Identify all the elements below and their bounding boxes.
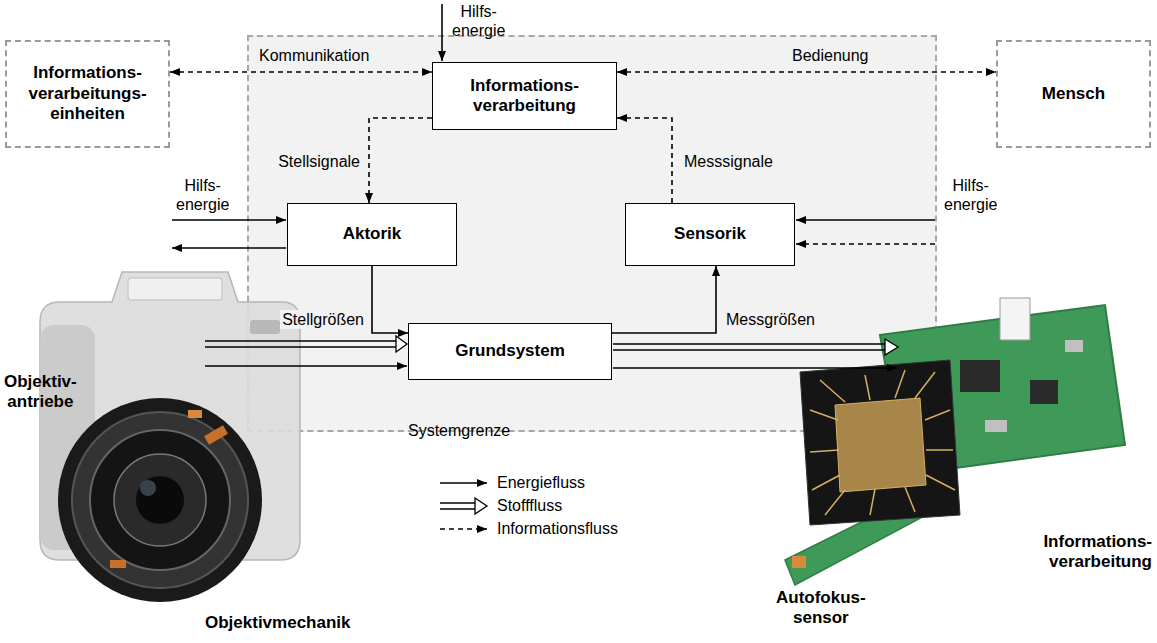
signal-arrow — [796, 243, 935, 245]
box-label: Grundsystem — [455, 341, 565, 361]
legend-material-sample — [475, 498, 487, 514]
chip-die — [835, 398, 926, 492]
lens-reflection — [140, 480, 156, 496]
box-label: Informations- verarbeitungs- einheiten — [28, 63, 146, 124]
energy-arrow — [441, 4, 443, 61]
edge-label: Stellsignale — [276, 152, 362, 171]
legend-text: Informationsfluss — [497, 519, 618, 538]
lens-ring — [90, 430, 230, 570]
boundary-label: Systemgrenze — [408, 421, 510, 440]
material-flow-head — [396, 336, 407, 352]
lens-ring — [72, 412, 248, 588]
energy-arrow — [205, 365, 407, 367]
edge-label: Kommunikation — [257, 46, 371, 65]
material-flow-line — [613, 343, 886, 344]
box-label: Sensorik — [674, 224, 746, 244]
board-part — [985, 420, 1007, 432]
edge-label: Bedienung — [790, 46, 871, 65]
board-chip — [1030, 380, 1058, 404]
board-chip — [960, 360, 1000, 392]
lens-outer — [58, 398, 262, 602]
energy-arrow — [612, 266, 716, 333]
chip-bond-wires — [810, 370, 955, 515]
box-label: Mensch — [1042, 84, 1105, 104]
lens-center — [136, 476, 184, 524]
camera-button — [250, 320, 280, 334]
material-flow-line — [613, 349, 886, 350]
lens-drive-part — [188, 410, 202, 418]
external-unit-box: Informations- verarbeitungs- einheiten — [5, 40, 170, 148]
part-name: Informations- verarbeitung — [1043, 532, 1152, 573]
block-box: Grundsystem — [408, 323, 612, 380]
signal-arrow — [617, 71, 996, 73]
camera-flash — [128, 278, 222, 300]
energy-arrow — [796, 219, 935, 221]
part-name: Autofokus- sensor — [776, 588, 866, 629]
energy-label: Hilfs- energie — [452, 2, 505, 40]
autofocus-chip — [800, 360, 960, 525]
signal-arrow — [369, 118, 432, 203]
energy-arrow — [613, 367, 897, 369]
board-connector — [1000, 298, 1030, 340]
block-box: Informations- verarbeitung — [432, 62, 617, 130]
legend-material-sample — [440, 502, 476, 503]
external-unit-box: Mensch — [996, 40, 1151, 148]
lens-drive-part — [110, 560, 126, 568]
legend-text: Energiefluss — [497, 473, 585, 492]
energy-label: Hilfs- energie — [176, 176, 229, 214]
board-part — [792, 556, 806, 568]
box-label: Informations- verarbeitung — [470, 76, 579, 117]
board-part — [1065, 340, 1083, 352]
material-flow-line — [205, 346, 397, 347]
material-flow-head — [885, 339, 898, 355]
part-name: Objektivmechanik — [205, 613, 351, 633]
edge-label: Stellgrößen — [280, 310, 366, 329]
legend-information-sample — [440, 528, 487, 530]
part-name: Objektiv- antriebe — [4, 372, 77, 413]
lens-glass — [114, 454, 206, 546]
material-flow-line — [205, 340, 397, 341]
edge-label: Messgrößen — [724, 310, 817, 329]
signal-arrow — [170, 71, 432, 73]
box-label: Aktorik — [343, 224, 402, 244]
block-box: Sensorik — [625, 203, 795, 266]
lens-drive-part — [204, 425, 228, 445]
legend-energy-sample — [440, 482, 487, 484]
energy-arrow — [172, 247, 286, 249]
block-box: Aktorik — [287, 203, 457, 266]
signal-arrow — [617, 118, 672, 203]
energy-label: Hilfs- energie — [944, 176, 997, 214]
edge-label: Messsignale — [682, 152, 775, 171]
legend-text: Stofffluss — [497, 496, 562, 515]
energy-arrow — [372, 266, 408, 333]
camera-illustration — [40, 272, 300, 602]
energy-arrow — [172, 219, 286, 221]
legend-material-sample — [440, 508, 476, 509]
